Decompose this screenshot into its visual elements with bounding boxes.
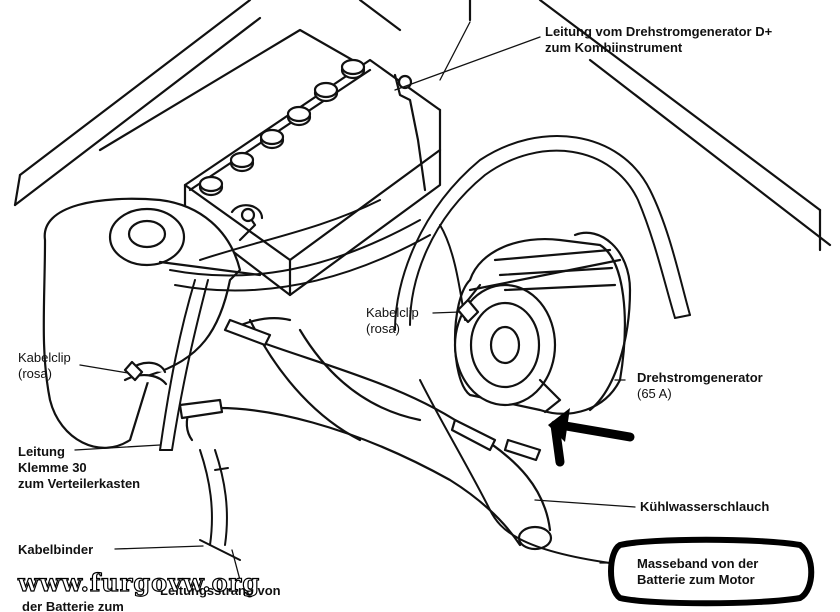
label-cable-clip-left-line2: (rosa) — [18, 366, 52, 381]
label-cable-clip-center-line2: (rosa) — [366, 321, 400, 336]
label-wiring-harness-partial: Leitungsstrang von der Batterie zum — [22, 583, 281, 612]
label-coolant-hose-line1: Kühlwasserschlauch — [640, 499, 770, 514]
watermark: www.furgovw.org — [17, 567, 261, 597]
label-ground-strap-line2: Batterie zum Motor — [637, 572, 755, 587]
terminal-30-lead — [159, 279, 209, 451]
label-alternator-line2: (65 A) — [637, 386, 672, 401]
battery-cell-caps — [198, 58, 366, 197]
hand-drawn-circle — [608, 536, 815, 607]
alternator — [453, 231, 632, 415]
label-cable-clip-center: Kabelclip (rosa) — [366, 305, 419, 337]
label-alternator-lead-line2: zum Kombiinstrument — [545, 40, 683, 55]
label-ground-strap: Masseband von der Batterie zum Motor — [637, 556, 758, 588]
label-terminal-30-lead-line1: Leitung — [18, 444, 65, 459]
cable-clip-left — [123, 360, 144, 382]
label-coolant-hose: Kühlwasserschlauch — [640, 499, 769, 515]
label-terminal-30-lead-line2: Klemme 30 — [18, 460, 87, 475]
label-cable-clip-left: Kabelclip (rosa) — [18, 350, 71, 382]
label-cable-tie-line1: Kabelbinder — [18, 542, 94, 557]
alternator-lead-cable — [394, 135, 691, 331]
label-alternator: Drehstromgenerator (65 A) — [637, 370, 763, 402]
battery-terminals — [230, 73, 427, 242]
label-cable-clip-center-line1: Kabelclip — [366, 305, 419, 320]
cable-clip-center — [456, 283, 482, 324]
label-ground-strap-line1: Masseband von der — [637, 556, 759, 571]
label-alternator-lead-line1: Leitung vom Drehstromgenerator D+ — [545, 24, 773, 39]
battery — [183, 58, 442, 297]
label-terminal-30-lead: Leitung Klemme 30 zum Verteilerkasten — [18, 444, 140, 492]
expansion-tank — [42, 197, 262, 449]
label-wiring-harness-partial-line1: Leitungsstrang von — [160, 583, 281, 598]
leader-lines — [74, 21, 636, 581]
label-cable-clip-left-line1: Kabelclip — [18, 350, 71, 365]
ground-strap — [419, 379, 611, 564]
arrow-icon — [548, 408, 635, 467]
label-alternator-line1: Drehstromgenerator — [637, 370, 763, 385]
label-cable-tie: Kabelbinder — [18, 542, 93, 558]
label-terminal-30-lead-line3: zum Verteilerkasten — [18, 476, 141, 491]
label-alternator-lead: Leitung vom Drehstromgenerator D+ zum Ko… — [545, 24, 772, 56]
cable-binder-bundle — [199, 449, 241, 561]
label-wiring-harness-partial-line2: der Batterie zum — [22, 599, 124, 612]
